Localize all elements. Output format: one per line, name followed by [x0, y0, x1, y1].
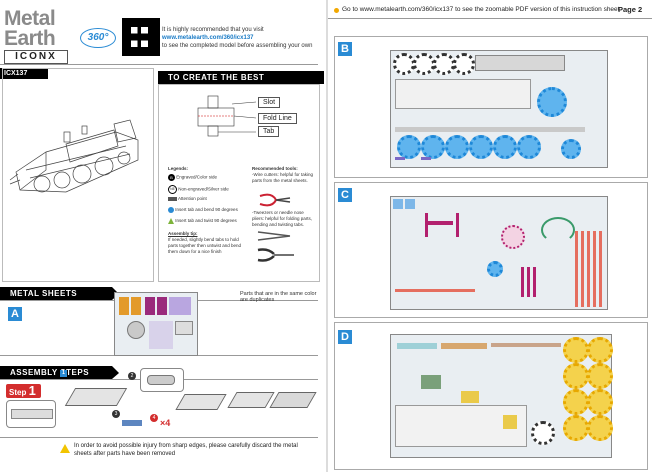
metal-sheets-title-bar: METAL SHEETS — [0, 287, 119, 300]
connections-title-bar: TO CREATE THE BEST CONNECTIONS — [158, 71, 324, 95]
header-divider — [0, 64, 318, 65]
substep-1: 1 — [60, 370, 67, 377]
qr-code[interactable] — [122, 18, 160, 56]
sheet-b-drawing[interactable] — [390, 50, 608, 168]
bend-icon — [168, 207, 174, 213]
sheet-a-thumbnail[interactable] — [114, 292, 198, 356]
warning-icon — [60, 444, 70, 453]
sheet-c-badge: C — [338, 188, 352, 202]
left-page: Metal Earth ICONX 360° It is highly reco… — [0, 7, 324, 457]
connections-frame — [158, 84, 320, 282]
legend-item: B Engraved/Color side — [168, 174, 248, 185]
sheet-b-badge: B — [338, 42, 352, 56]
legends-title: Legends: — [168, 166, 189, 171]
part-blue — [122, 420, 142, 426]
brand-logo-line2: Earth — [4, 27, 56, 50]
warning-divider — [0, 437, 318, 438]
legend-item: Insert tab and twist 90 degrees — [168, 218, 248, 229]
model-frame — [2, 68, 154, 282]
brand-logo: Metal — [4, 7, 56, 30]
pdf-link-text[interactable]: Go to www.metalearth.com/360/icx137 to s… — [342, 6, 620, 13]
chassis-part-1 — [64, 388, 128, 406]
qr-text: It is highly recommended that you visit … — [162, 27, 313, 49]
tools-item-2: -Tweezers or needle nose pliers: helpful… — [252, 210, 313, 227]
slot-tab-diagram — [197, 95, 256, 137]
wire-cutter-icon — [259, 193, 291, 207]
tools-item-1: -Wire cutters: helpful for taking parts … — [252, 172, 314, 183]
assembly-steps-title-bar: ASSEMBLY STEPS — [0, 366, 119, 379]
substep-2: 2 — [128, 372, 136, 380]
slot-label: Slot — [258, 97, 281, 108]
needle-nose-pliers-icon — [257, 248, 294, 262]
sheet-a-badge: A — [8, 307, 22, 321]
twist-icon — [168, 218, 174, 224]
step-1-detail — [6, 400, 56, 428]
model-code: ICX137 — [0, 68, 48, 79]
warning-text: In order to avoid possible injury from s… — [74, 443, 298, 457]
substep-3: 3 — [112, 410, 120, 418]
right-header-divider — [328, 18, 652, 19]
attention-icon — [168, 196, 177, 201]
page-fold — [326, 0, 328, 472]
sheet-c-drawing[interactable] — [390, 196, 608, 310]
tools-title: Recommended tools: — [252, 166, 298, 171]
legends-list: B Engraved/Color side NE Non-engraved/Si… — [168, 174, 248, 255]
sheet-b-panel — [334, 36, 648, 178]
duplicates-note: Parts that are in the same color are dup… — [240, 291, 317, 303]
step-2-detail — [140, 368, 184, 392]
pin-icon — [334, 8, 339, 13]
legend-item: Attention point — [168, 196, 248, 207]
qr-url-link[interactable]: www.metalearth.com/360/icx137 — [162, 35, 254, 41]
iconx-badge: ICONX — [4, 50, 68, 64]
sheet-d-badge: D — [338, 330, 352, 344]
locomotive-illustration — [9, 119, 139, 193]
sheet-d-panel — [334, 322, 648, 470]
legend-item: NE Non-engraved/Silver side — [168, 185, 248, 196]
tweezers-icon — [257, 231, 291, 241]
right-page: Go to www.metalearth.com/360/icx137 to s… — [328, 0, 652, 472]
quantity-multiplier: ×4 — [160, 418, 171, 428]
step-badge: Step 1 — [6, 384, 41, 398]
page-number: Page 2 — [618, 5, 643, 14]
tab-label: Tab — [258, 126, 280, 137]
fold-line-label: Fold Line — [258, 113, 297, 124]
legend-item: Insert tab and bend 90 degrees — [168, 207, 248, 218]
badge-360: 360° — [80, 28, 116, 48]
sheet-d-drawing[interactable] — [390, 334, 613, 458]
sheet-c-panel — [334, 182, 648, 318]
substep-4: 4 — [150, 414, 158, 422]
